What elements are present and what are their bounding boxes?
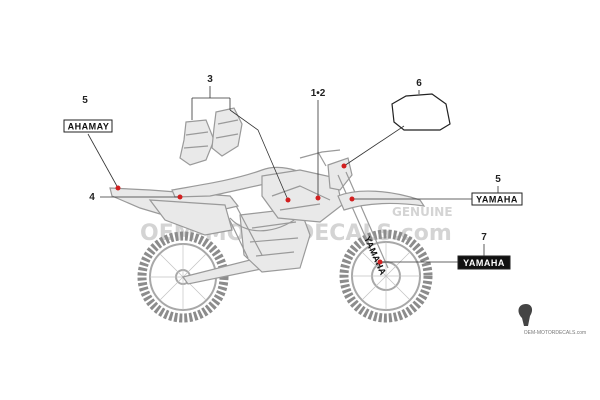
part-6-outline-sticker bbox=[391, 93, 451, 131]
leader-lines bbox=[87, 86, 499, 263]
radiator-shroud bbox=[261, 169, 343, 223]
marker-5-right bbox=[349, 196, 355, 202]
decal-5-left-text: YAMAHA bbox=[67, 122, 109, 132]
front-fork bbox=[337, 171, 389, 271]
part-markers bbox=[115, 163, 383, 265]
brand-mark: OEM-MOTORDECALS.com bbox=[518, 304, 586, 336]
marker-3 bbox=[285, 197, 291, 203]
side-panel bbox=[148, 199, 233, 236]
brand-text: OEM-MOTORDECALS.com bbox=[524, 330, 586, 336]
handlebar bbox=[299, 149, 341, 167]
callout-3: 3 bbox=[207, 74, 213, 85]
callout-1-2: 1•2 bbox=[311, 88, 326, 99]
callout-5-right: 5 bbox=[495, 174, 501, 185]
callout-4: 4 bbox=[89, 192, 95, 203]
shroud-decal-right bbox=[211, 107, 243, 157]
marker-7 bbox=[377, 259, 383, 265]
watermark-genuine-text: GENUINE bbox=[392, 205, 453, 219]
front-fender bbox=[337, 190, 426, 211]
marker-4a bbox=[115, 185, 121, 191]
decal-7: YAMAHA bbox=[457, 255, 511, 270]
marker-1-2 bbox=[315, 195, 321, 201]
decal-5-right-text: YAMAHA bbox=[476, 195, 518, 205]
callout-6: 6 bbox=[416, 78, 422, 89]
part-3-shroud-decals bbox=[179, 107, 243, 166]
decal-5-right: YAMAHA bbox=[471, 192, 523, 206]
front-wheel bbox=[339, 229, 433, 323]
decal-5-left: YAMAHA bbox=[63, 119, 113, 133]
callout-7: 7 bbox=[481, 232, 487, 243]
callout-5-left: 5 bbox=[82, 95, 88, 106]
marker-4b bbox=[177, 194, 183, 200]
shroud-decal-left bbox=[179, 119, 215, 166]
bird-logo-icon bbox=[518, 304, 533, 326]
marker-6 bbox=[341, 163, 347, 169]
decal-7-text: YAMAHA bbox=[463, 258, 505, 268]
